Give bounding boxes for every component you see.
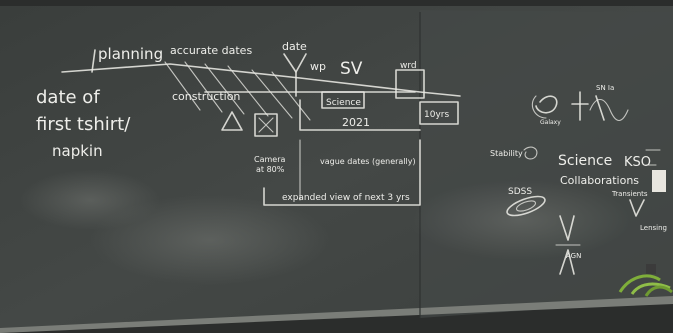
label-transients: Transients (611, 190, 648, 198)
label-collaborations: Collaborations (560, 174, 639, 187)
label-kso: KSO (624, 155, 651, 170)
label-science: Science (326, 98, 361, 108)
label-camera-pct: at 80% (256, 165, 285, 174)
year-bracket (299, 99, 421, 131)
erased-smudge (90, 195, 330, 285)
triangle-symbol (221, 111, 243, 131)
label-year: 2021 (342, 116, 370, 129)
label-date: date (282, 40, 307, 53)
galaxy-icon (531, 95, 558, 119)
agn-icon (555, 215, 581, 275)
label-vague-dates: vague dates (generally) (320, 157, 416, 166)
tray-object (646, 264, 656, 274)
label-lensing: Lensing (640, 224, 667, 232)
label-camera: Camera (254, 155, 285, 164)
science-box (321, 91, 365, 109)
transient-icon (629, 199, 645, 217)
label-expanded-view: expanded view of next 3 yrs (282, 193, 410, 203)
label-sn: SN Ia (596, 84, 614, 92)
left-note-line2: first tshirt/ (36, 114, 131, 135)
ten-yrs-box (419, 101, 459, 125)
timeline-line (61, 63, 461, 97)
label-sdss: SDSS (508, 187, 532, 197)
label-right-science: Science (558, 153, 612, 169)
erased-smudge (410, 180, 630, 260)
kso-marks (645, 149, 661, 166)
expanded-view-bracket (263, 139, 421, 206)
left-note-line3: napkin (52, 142, 103, 160)
chalk-tray (0, 296, 673, 333)
ellipse-sdss-icon (506, 195, 546, 217)
camera-cross (258, 117, 274, 133)
label-agn: AGN (566, 252, 581, 260)
paper-note (652, 170, 666, 192)
label-ten-yrs: 10yrs (424, 110, 449, 120)
left-note-line1: date of (36, 87, 100, 108)
wrd-box (395, 69, 425, 99)
label-sv: SV (340, 59, 363, 79)
erased-smudge (20, 170, 160, 230)
camera-square (254, 113, 278, 137)
label-galaxy: Galaxy (540, 119, 561, 126)
timeline-start-tick (91, 49, 96, 73)
hatch-marks (164, 61, 311, 121)
wave-icon (571, 91, 629, 122)
label-accurate-dates: accurate dates (170, 44, 252, 57)
plant (618, 274, 673, 297)
label-construction: construction (172, 90, 240, 103)
label-wp: wp (310, 60, 326, 73)
spiral-icon (523, 146, 538, 160)
label-wrd: wrd (400, 61, 417, 71)
label-stability: Stability (490, 149, 523, 158)
label-planning: planning (98, 45, 163, 63)
